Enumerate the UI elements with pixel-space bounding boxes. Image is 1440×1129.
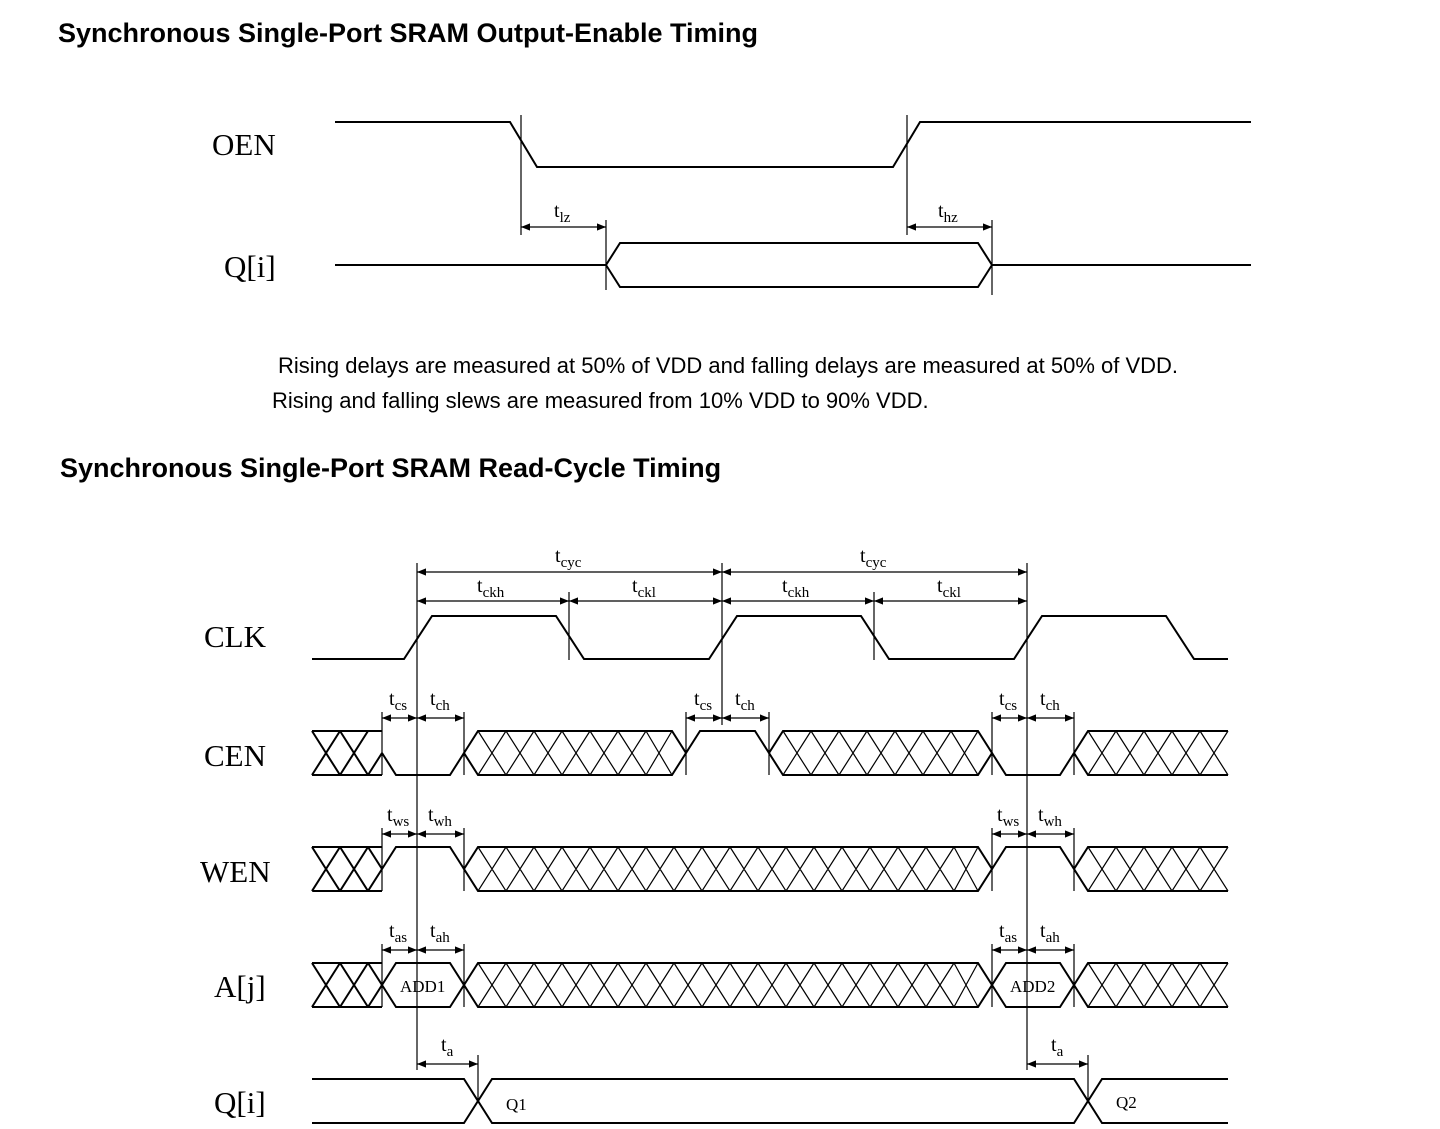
q-oe-waveform — [335, 242, 1251, 288]
signal-label-q-read: Q[i] — [214, 1085, 266, 1120]
cen-waveform — [311, 730, 1229, 776]
measurement-note-slews: Rising and falling slews are measured fr… — [272, 388, 929, 413]
addr-waveform — [311, 962, 1229, 1008]
ta-label-2: ta — [1051, 1034, 1064, 1060]
tas-label-2: tas — [999, 920, 1017, 946]
twh-label-1: twh — [428, 804, 452, 830]
addr-value-add2: ADD2 — [1010, 977, 1055, 996]
tcyc-label-1: tcyc — [555, 545, 582, 571]
tch-label-1: tch — [430, 688, 450, 714]
clk-waveform — [312, 615, 1228, 660]
oen-waveform — [335, 121, 1251, 168]
tckh-label-1: tckh — [477, 575, 505, 601]
signal-label-addr: A[j] — [214, 969, 266, 1004]
addr-value-add1: ADD1 — [400, 977, 445, 996]
tws-label-2: tws — [997, 804, 1019, 830]
q-read-waveform — [312, 1078, 1228, 1124]
tcs-label-1: tcs — [389, 688, 407, 714]
tckh-label-2: tckh — [782, 575, 810, 601]
tckl-label-1: tckl — [632, 575, 656, 601]
thz-label: thz — [938, 200, 958, 226]
read-cycle-diagram: CLK CEN WEN A[j] Q[i] tcyc tcyc tckh tck… — [200, 545, 1229, 1124]
ta-label-1: ta — [441, 1034, 454, 1060]
signal-label-cen: CEN — [204, 738, 266, 773]
measurement-note-delays: Rising delays are measured at 50% of VDD… — [278, 353, 1179, 378]
read-cycle-title: Synchronous Single-Port SRAM Read-Cycle … — [60, 453, 722, 483]
tah-label-1: tah — [430, 920, 450, 946]
tah-label-2: tah — [1040, 920, 1060, 946]
tas-label-1: tas — [389, 920, 407, 946]
twh-label-2: twh — [1038, 804, 1062, 830]
q-value-q1: Q1 — [506, 1095, 527, 1114]
q-value-q2: Q2 — [1116, 1093, 1137, 1112]
signal-label-q-oe: Q[i] — [224, 249, 276, 284]
oe-diagram: OEN Q[i] tlz thz — [212, 115, 1251, 295]
tcs-label-2: tcs — [694, 688, 712, 714]
signal-label-clk: CLK — [204, 619, 267, 654]
tch-label-3: tch — [1040, 688, 1060, 714]
tckl-label-2: tckl — [937, 575, 961, 601]
tlz-label: tlz — [554, 200, 571, 226]
tcs-label-3: tcs — [999, 688, 1017, 714]
tws-label-1: tws — [387, 804, 409, 830]
oe-timing-title: Synchronous Single-Port SRAM Output-Enab… — [58, 18, 759, 48]
tcyc-label-2: tcyc — [860, 545, 887, 571]
signal-label-wen: WEN — [200, 854, 271, 889]
signal-label-oen: OEN — [212, 127, 276, 162]
tch-label-2: tch — [735, 688, 755, 714]
wen-waveform — [311, 846, 1229, 892]
